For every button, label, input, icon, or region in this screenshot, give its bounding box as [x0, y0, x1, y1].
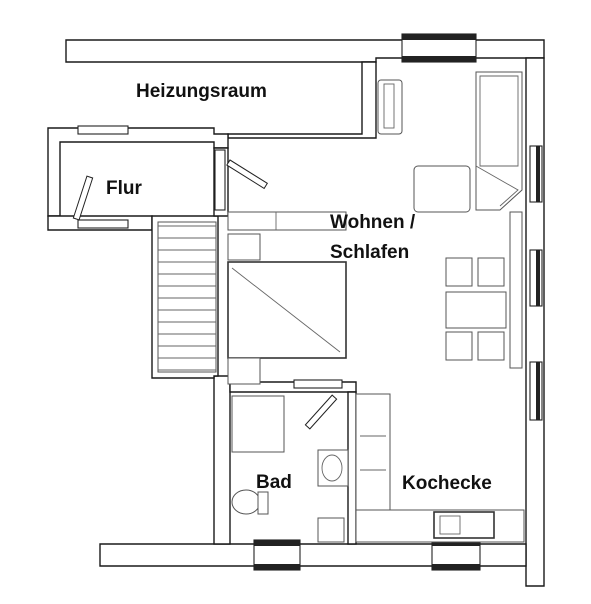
- label-heizungsraum: Heizungsraum: [136, 81, 267, 102]
- stairs: [157, 221, 217, 373]
- laundry: [317, 517, 345, 543]
- label-flur: Flur: [106, 178, 142, 199]
- window-top: [401, 33, 477, 63]
- label-wohnen: Wohnen /: [330, 212, 416, 233]
- bed: [227, 261, 347, 359]
- door-bad: [293, 379, 343, 430]
- toilet: [231, 489, 261, 515]
- window-bottom-right: [431, 539, 481, 571]
- windows: [77, 33, 543, 571]
- wall-bad-right: [347, 391, 357, 545]
- sink: [317, 449, 349, 487]
- window-flur-top: [77, 125, 129, 135]
- label-schlafen: Schlafen: [330, 242, 409, 263]
- doors: [72, 159, 343, 430]
- nightstand-bottom: [227, 357, 261, 385]
- window-right-3: [529, 361, 543, 421]
- furniture-bathroom: [231, 395, 349, 543]
- labels: Heizungsraum Flur Wohnen / Schlafen Bad …: [106, 81, 492, 494]
- shower: [231, 395, 285, 453]
- dining-table: [445, 291, 507, 329]
- door-wohnen: [226, 159, 269, 190]
- wall-right: [525, 57, 545, 587]
- furniture-living: [227, 71, 523, 385]
- window-right-1: [529, 145, 543, 203]
- counter-left: [355, 393, 391, 513]
- shelf: [509, 211, 523, 369]
- wardrobe: [227, 211, 347, 231]
- furniture-kitchen: [355, 393, 525, 543]
- wall-flur-top: [47, 127, 229, 217]
- window-partition: [214, 149, 226, 211]
- cabinet: [377, 79, 403, 135]
- armchair: [413, 165, 471, 213]
- label-bad: Bad: [256, 472, 292, 493]
- window-flur-bottom: [77, 219, 129, 229]
- window-right-2: [529, 249, 543, 307]
- label-kochecke: Kochecke: [402, 473, 492, 494]
- corner-sofa: [475, 71, 523, 211]
- wall-left-lower: [213, 375, 231, 545]
- window-bottom-left: [253, 539, 301, 571]
- wall-bottom: [99, 543, 527, 567]
- door-flur: [72, 175, 94, 221]
- nightstand-top: [227, 233, 261, 261]
